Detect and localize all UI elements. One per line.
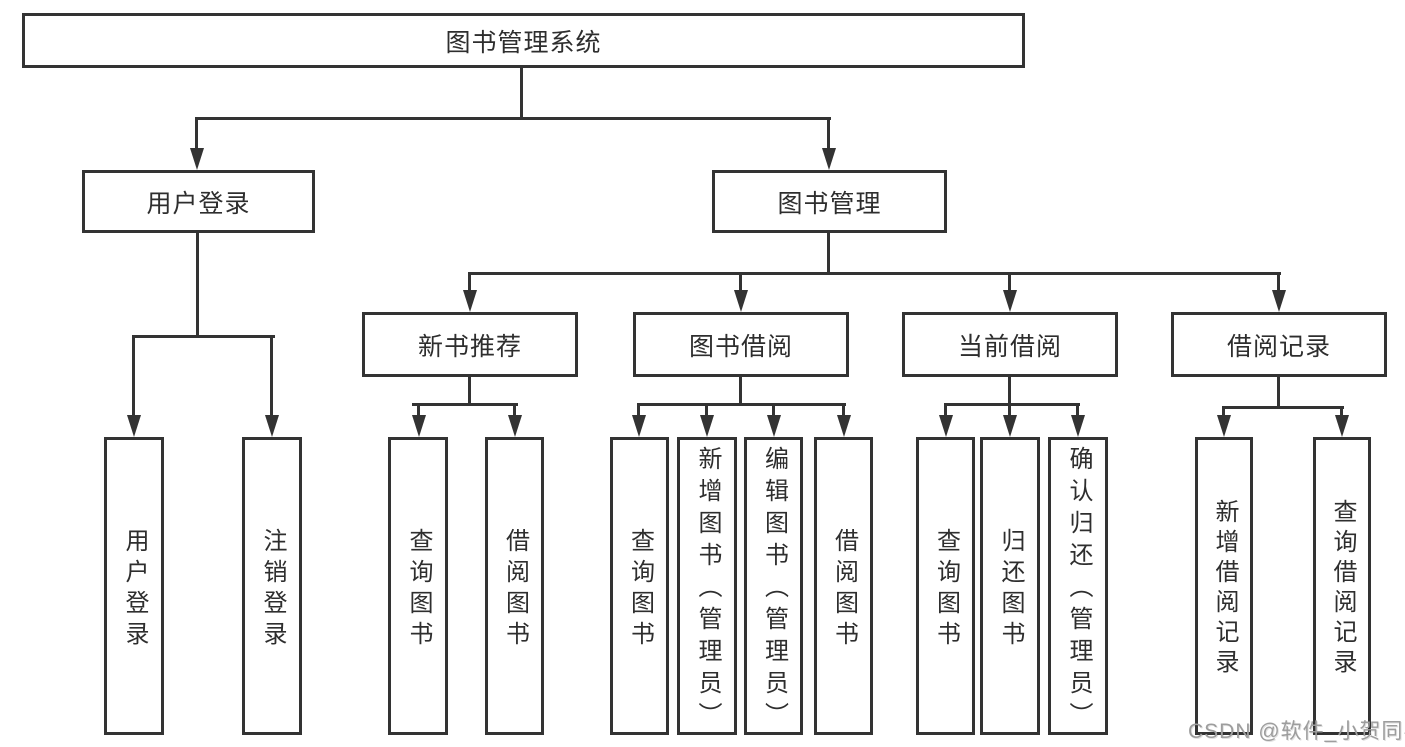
connector-arrow [1003, 403, 1017, 437]
leaf-records-query-record: 查询借阅记录 [1313, 437, 1371, 735]
node-new-book-recommendation: 新书推荐 [362, 312, 578, 377]
node-label: 新书推荐 [417, 332, 522, 361]
leaf-label: 查询借阅记录 [1329, 499, 1356, 679]
leaf-label: 归还图书 [997, 527, 1024, 652]
connector-arrow [700, 403, 714, 437]
leaf-label: 查询图书 [932, 527, 960, 652]
connector-arrow [508, 403, 522, 437]
leaf-recommend-query-book: 查询图书 [388, 437, 448, 735]
connector-arrow [822, 117, 836, 170]
node-label: 图书管理 [777, 189, 882, 218]
connector-root-branch [196, 117, 831, 120]
connector-arrow [1217, 406, 1231, 437]
leaf-label: 新增借阅记录 [1211, 499, 1238, 679]
leaf-current-query-book: 查询图书 [916, 437, 975, 735]
leaf-label: 确认归还（管理员） [1065, 446, 1092, 734]
connector-arrow [767, 403, 781, 437]
leaf-borrowing-query-book: 查询图书 [610, 437, 669, 735]
node-label: 图书管理系统 [445, 28, 602, 57]
leaf-label: 查询图书 [405, 527, 432, 652]
leaf-label: 用户登录 [121, 527, 148, 652]
node-label: 用户登录 [146, 189, 251, 218]
connector-arrow [1003, 272, 1017, 312]
connector-arrow [1335, 406, 1349, 437]
leaf-user-login: 用户登录 [104, 437, 164, 735]
connector-user-login-branch [132, 335, 275, 338]
node-label: 当前借阅 [957, 332, 1062, 361]
connector-arrow [463, 272, 477, 312]
node-book-borrowing: 图书借阅 [633, 312, 849, 377]
connector-arrow [1272, 272, 1286, 312]
leaf-label: 查询图书 [626, 527, 654, 652]
leaf-logout: 注销登录 [242, 437, 302, 735]
node-book-management: 图书管理 [712, 170, 947, 233]
connector-current-borrowing-branch [944, 403, 1080, 406]
leaf-borrowing-borrow-book: 借阅图书 [814, 437, 873, 735]
leaf-current-confirm-return-admin: 确认归还（管理员） [1048, 437, 1108, 735]
connector-user-login-stem [196, 233, 199, 338]
connector-new-book-stem [468, 377, 471, 406]
connector-arrow [632, 403, 646, 437]
connector-arrow [1071, 403, 1085, 437]
connector-root-stem [520, 68, 523, 120]
connector-book-borrowing-stem [739, 377, 742, 406]
connector-arrow [265, 335, 279, 437]
leaf-label: 编辑图书（管理员） [760, 446, 788, 734]
connector-arrow [412, 403, 426, 437]
connector-book-management-stem [827, 233, 830, 275]
connector-borrowing-records-stem [1277, 377, 1280, 409]
leaf-label: 注销登录 [259, 527, 286, 652]
leaf-label: 新增图书（管理员） [694, 446, 721, 734]
node-user-login: 用户登录 [82, 170, 315, 233]
leaf-records-add-record: 新增借阅记录 [1195, 437, 1253, 735]
connector-current-borrowing-stem [1008, 377, 1011, 406]
connector-arrow [127, 335, 141, 437]
leaf-current-return-book: 归还图书 [980, 437, 1040, 735]
connector-arrow [939, 403, 953, 437]
node-current-borrowing: 当前借阅 [902, 312, 1118, 377]
connector-new-book-branch [412, 403, 518, 406]
connector-borrowing-records-branch [1222, 406, 1344, 409]
node-label: 图书借阅 [688, 332, 793, 361]
connector-book-borrowing-branch [638, 403, 846, 406]
connector-book-management-branch [468, 272, 1281, 275]
connector-arrow [734, 272, 748, 312]
leaf-borrowing-edit-book-admin: 编辑图书（管理员） [744, 437, 803, 735]
node-library-management-system: 图书管理系统 [22, 13, 1025, 68]
leaf-borrowing-add-book-admin: 新增图书（管理员） [677, 437, 737, 735]
node-label: 借阅记录 [1226, 332, 1331, 361]
connector-arrow [837, 403, 851, 437]
node-borrowing-records: 借阅记录 [1171, 312, 1387, 377]
connector-arrow [190, 117, 204, 170]
leaf-label: 借阅图书 [830, 527, 858, 652]
leaf-recommend-borrow-book: 借阅图书 [485, 437, 544, 735]
watermark: CSDN @软件_小贺同学 [1188, 720, 1405, 743]
leaf-label: 借阅图书 [501, 527, 529, 652]
